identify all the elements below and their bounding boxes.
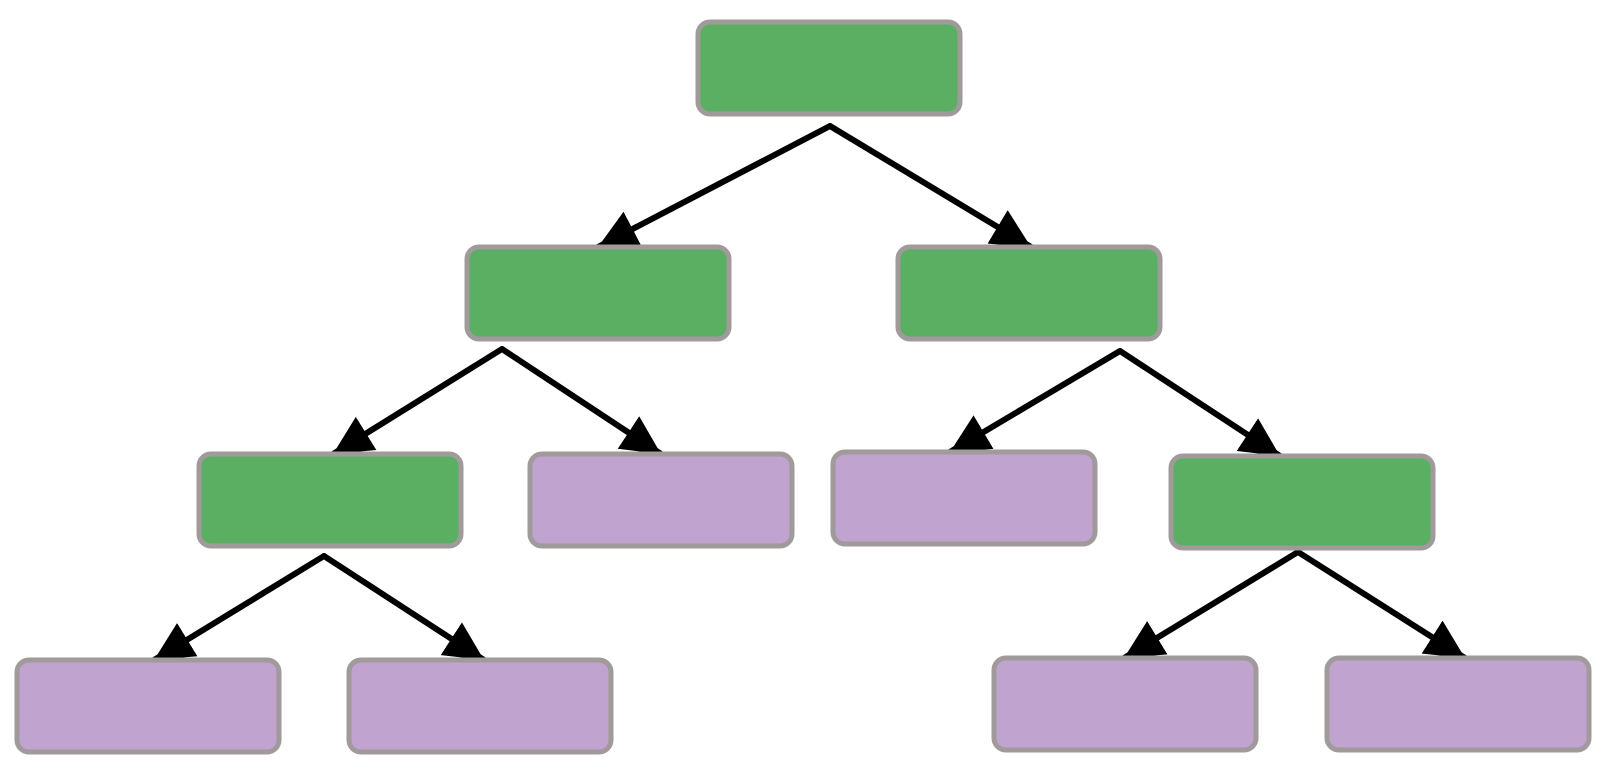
leaf-node-n9 bbox=[991, 655, 1259, 753]
node-box bbox=[830, 449, 1098, 547]
edge-arrow-n1-n4 bbox=[499, 346, 664, 457]
internal-node-n3 bbox=[196, 451, 464, 549]
node-box bbox=[196, 451, 464, 549]
leaf-node-n8 bbox=[346, 657, 614, 755]
edge-arrow-n6-n9 bbox=[1121, 549, 1301, 661]
node-box bbox=[464, 244, 732, 342]
edges-layer bbox=[151, 123, 1468, 663]
node-box bbox=[346, 657, 614, 755]
node-box bbox=[695, 19, 963, 117]
node-box bbox=[895, 244, 1163, 342]
leaf-node-n5 bbox=[830, 449, 1098, 547]
nodes-layer bbox=[14, 19, 1592, 755]
leaf-node-n10 bbox=[1324, 655, 1592, 753]
leaf-node-n4 bbox=[527, 451, 795, 549]
node-box bbox=[991, 655, 1259, 753]
edge-arrow-n1-n3 bbox=[330, 346, 505, 457]
edge-arrow-n0-n2 bbox=[827, 123, 1034, 250]
node-box bbox=[1324, 655, 1592, 753]
edge-arrow-n3-n8 bbox=[321, 553, 487, 663]
internal-node-n6 bbox=[1168, 453, 1436, 551]
node-box bbox=[1168, 453, 1436, 551]
edge-arrow-n3-n7 bbox=[151, 553, 327, 663]
node-box bbox=[14, 657, 282, 755]
internal-node-n0 bbox=[695, 19, 963, 117]
internal-node-n2 bbox=[895, 244, 1163, 342]
internal-node-n1 bbox=[464, 244, 732, 342]
edge-arrow-n2-n6 bbox=[1117, 348, 1283, 459]
edge-arrow-n0-n1 bbox=[595, 123, 833, 250]
edge-arrow-n6-n10 bbox=[1295, 549, 1468, 661]
edge-arrow-n2-n5 bbox=[947, 348, 1123, 455]
node-box bbox=[527, 451, 795, 549]
leaf-node-n7 bbox=[14, 657, 282, 755]
